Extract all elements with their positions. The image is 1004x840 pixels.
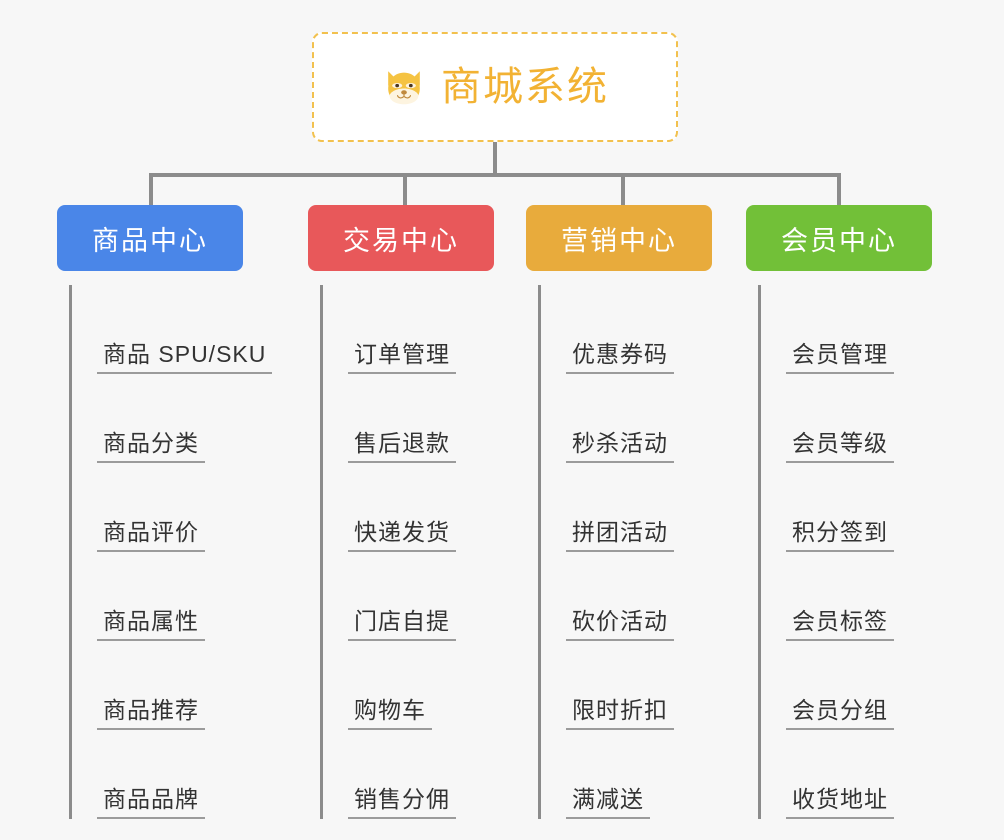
leaf-item[interactable]: 积分签到: [760, 463, 932, 552]
branch-spine-member-center: [758, 285, 761, 819]
connector-drop-marketing-center: [621, 173, 625, 205]
leaf-label: 商品分类: [97, 430, 205, 463]
leaf-label: 门店自提: [348, 608, 456, 641]
branch-marketing-center: 营销中心 优惠券码 秒杀活动 拼团活动 砍价活动 限时折扣 满减送: [526, 205, 712, 819]
leaf-label: 收货地址: [786, 786, 894, 819]
root-title: 商城系统: [441, 65, 609, 109]
branch-header-marketing-center[interactable]: 营销中心: [526, 205, 712, 271]
leaf-item[interactable]: 门店自提: [322, 552, 494, 641]
leaf-item[interactable]: 商品 SPU/SKU: [71, 285, 273, 374]
leaf-label: 销售分佣: [348, 786, 456, 819]
leaf-item[interactable]: 商品属性: [71, 552, 243, 641]
branch-header-member-center[interactable]: 会员中心: [746, 205, 932, 271]
leaf-label: 商品评价: [97, 519, 205, 552]
leaf-item[interactable]: 订单管理: [322, 285, 494, 374]
connector-drop-member-center: [837, 173, 841, 205]
leaf-item[interactable]: 商品品牌: [71, 730, 243, 819]
leaf-item[interactable]: 快递发货: [322, 463, 494, 552]
leaf-label: 商品推荐: [97, 697, 205, 730]
leaf-label: 拼团活动: [566, 519, 674, 552]
leaf-label: 积分签到: [786, 519, 894, 552]
leaf-label: 会员分组: [786, 697, 894, 730]
leaf-item[interactable]: 销售分佣: [322, 730, 494, 819]
leaf-label: 秒杀活动: [566, 430, 674, 463]
leaf-item[interactable]: 收货地址: [760, 730, 932, 819]
root-node[interactable]: 商城系统: [312, 32, 678, 142]
branch-member-center: 会员中心 会员管理 会员等级 积分签到 会员标签 会员分组 收货地址: [746, 205, 932, 819]
leaf-item[interactable]: 商品评价: [71, 463, 243, 552]
leaf-label: 商品 SPU/SKU: [97, 341, 273, 374]
leaf-item[interactable]: 售后退款: [322, 374, 494, 463]
branch-title-marketing-center: 营销中心: [561, 225, 677, 256]
branch-header-product-center[interactable]: 商品中心: [57, 205, 243, 271]
leaf-item[interactable]: 砍价活动: [540, 552, 712, 641]
branch-title-trade-center: 交易中心: [343, 225, 459, 256]
branch-body-marketing-center: 优惠券码 秒杀活动 拼团活动 砍价活动 限时折扣 满减送: [526, 285, 712, 819]
leaf-item[interactable]: 优惠券码: [540, 285, 712, 374]
leaf-item[interactable]: 会员管理: [760, 285, 932, 374]
branch-title-member-center: 会员中心: [781, 225, 897, 256]
leaf-label: 会员等级: [786, 430, 894, 463]
shiba-dog-face-icon: [381, 64, 427, 110]
leaf-item[interactable]: 秒杀活动: [540, 374, 712, 463]
leaf-item[interactable]: 会员标签: [760, 552, 932, 641]
leaf-item[interactable]: 购物车: [322, 641, 494, 730]
leaf-item[interactable]: 商品分类: [71, 374, 243, 463]
connector-drop-product-center: [149, 173, 153, 205]
leaf-item[interactable]: 会员等级: [760, 374, 932, 463]
branch-title-product-center: 商品中心: [92, 225, 208, 256]
leaf-label: 会员管理: [786, 341, 894, 374]
leaf-item[interactable]: 限时折扣: [540, 641, 712, 730]
leaf-item[interactable]: 会员分组: [760, 641, 932, 730]
leaf-item[interactable]: 拼团活动: [540, 463, 712, 552]
leaf-label: 商品属性: [97, 608, 205, 641]
leaf-label: 订单管理: [348, 341, 456, 374]
connector-horizontal-bus: [149, 173, 839, 177]
leaf-label: 限时折扣: [566, 697, 674, 730]
branch-header-trade-center[interactable]: 交易中心: [308, 205, 494, 271]
leaf-label: 会员标签: [786, 608, 894, 641]
branch-body-trade-center: 订单管理 售后退款 快递发货 门店自提 购物车 销售分佣: [308, 285, 494, 819]
branch-trade-center: 交易中心 订单管理 售后退款 快递发货 门店自提 购物车 销售分佣: [308, 205, 494, 819]
leaf-item[interactable]: 商品推荐: [71, 641, 243, 730]
branch-spine-trade-center: [320, 285, 323, 819]
connector-drop-trade-center: [403, 173, 407, 205]
leaf-label: 快递发货: [348, 519, 456, 552]
leaf-item[interactable]: 满减送: [540, 730, 712, 819]
branch-product-center: 商品中心 商品 SPU/SKU 商品分类 商品评价 商品属性 商品推荐 商品品牌: [57, 205, 273, 819]
leaf-label: 商品品牌: [97, 786, 205, 819]
branch-body-product-center: 商品 SPU/SKU 商品分类 商品评价 商品属性 商品推荐 商品品牌: [57, 285, 273, 819]
leaf-label: 售后退款: [348, 430, 456, 463]
leaf-label: 购物车: [348, 697, 432, 730]
branch-spine-marketing-center: [538, 285, 541, 819]
leaf-label: 优惠券码: [566, 341, 674, 374]
leaf-label: 砍价活动: [566, 608, 674, 641]
leaf-label: 满减送: [566, 786, 650, 819]
branch-body-member-center: 会员管理 会员等级 积分签到 会员标签 会员分组 收货地址: [746, 285, 932, 819]
branch-spine-product-center: [69, 285, 72, 819]
connector-root-stem: [493, 142, 497, 175]
